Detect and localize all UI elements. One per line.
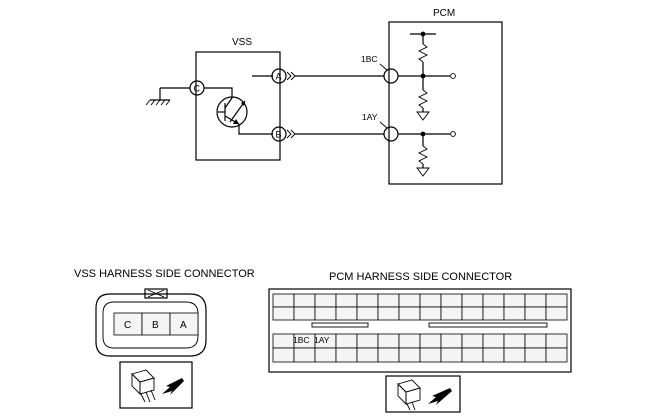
pcm-cavity [461, 347, 484, 363]
pcm-cavity [461, 293, 484, 308]
connector-view-arrow-icon [119, 361, 193, 409]
pcm-cavity [335, 293, 358, 308]
vss-schematic: VSS C [145, 37, 281, 161]
pcm-cell-1ay: 1AY [314, 335, 330, 345]
pull-down-resistor-icon [398, 131, 456, 177]
pcm-cavity [335, 333, 358, 349]
pcm-cavity [419, 306, 442, 321]
vss-box [195, 51, 281, 161]
pcm-cavity [524, 306, 547, 321]
pcm-cavity [524, 293, 547, 308]
vss-label: VSS [232, 37, 252, 48]
pcm-cell-1bc: 1BC [293, 335, 310, 345]
pcm-cavity [440, 333, 463, 349]
pcm-cavity [335, 306, 358, 321]
pcm-cavity [398, 306, 421, 321]
vss-connector-face: VSS HARNESS SIDE CONNECTOR C B A [74, 268, 255, 357]
pcm-cavity [524, 333, 547, 349]
pin-c: C [189, 80, 205, 96]
pcm-cavity [377, 306, 400, 321]
transistor-icon [216, 96, 248, 128]
pin-a-label: A [276, 72, 282, 82]
pcm-cavity [377, 293, 400, 308]
terminal-1bc-label: 1BC [361, 54, 378, 64]
vss-connector-title: VSS HARNESS SIDE CONNECTOR [74, 268, 255, 280]
pcm-cavity [461, 306, 484, 321]
ground-symbol-icon [145, 87, 190, 106]
pcm-cavity [419, 293, 442, 308]
pcm-cavity [293, 293, 316, 308]
pcm-cavity [272, 333, 295, 349]
pcm-cavity [503, 347, 526, 363]
pcm-connector-face: PCM HARNESS SIDE CONNECTOR 1BC 1AY [268, 271, 572, 373]
pcm-cavity [503, 293, 526, 308]
pcm-cavity [398, 333, 421, 349]
pcm-cavity [524, 347, 547, 363]
connector-lock-tab [144, 288, 168, 299]
pcm-schematic: PCM 1BC 1AY [361, 8, 503, 185]
pcm-cavity [314, 306, 337, 321]
pcm-connector-title: PCM HARNESS SIDE CONNECTOR [329, 271, 512, 283]
pcm-cavity [335, 347, 358, 363]
pcm-cavity [293, 306, 316, 321]
pcm-cavity [314, 347, 337, 363]
pcm-cavity [314, 293, 337, 308]
pcm-cavity [272, 293, 295, 308]
pcm-cavity [356, 293, 379, 308]
pcm-cavity [272, 347, 295, 363]
pcm-cavity [482, 333, 505, 349]
pcm-top-row [272, 293, 568, 321]
pcm-bottom-row [272, 333, 568, 363]
pcm-cavity [482, 293, 505, 308]
pcm-cavity [398, 293, 421, 308]
vss-cell-c: C [124, 320, 131, 331]
pcm-key-slot-left [311, 322, 369, 328]
pcm-cavity [545, 333, 568, 349]
pin-c-label: C [194, 84, 201, 94]
pcm-cavity [272, 306, 295, 321]
pin-a: A [271, 68, 296, 84]
pcm-key-slot-right [428, 322, 548, 328]
pin-b-label: B [276, 130, 282, 140]
pcm-label: PCM [433, 8, 455, 19]
terminal-1bc: 1BC [361, 54, 399, 84]
pcm-cavity [545, 306, 568, 321]
pcm-cavity [503, 306, 526, 321]
pcm-cavity [482, 347, 505, 363]
pcm-cavity [440, 347, 463, 363]
pcm-cavity [293, 347, 316, 363]
pcm-cavity [440, 293, 463, 308]
pcm-cavity [356, 347, 379, 363]
pcm-cavity [419, 347, 442, 363]
pcm-cavity [482, 306, 505, 321]
terminal-1ay-label: 1AY [362, 112, 378, 122]
pcm-cavity [503, 333, 526, 349]
pcm-cavity [545, 293, 568, 308]
vss-cell-b: B [152, 320, 159, 331]
pcm-cavity [398, 347, 421, 363]
pcm-cavity [440, 306, 463, 321]
pcm-box [388, 21, 503, 185]
pcm-cavity [356, 333, 379, 349]
pcm-cavity [419, 333, 442, 349]
pcm-cavity [377, 347, 400, 363]
vss-cell-a: A [180, 320, 187, 331]
terminal-1ay: 1AY [362, 112, 399, 142]
pcm-cavity [461, 333, 484, 349]
pin-b: B [271, 126, 296, 142]
pcm-cavity [545, 347, 568, 363]
pcm-cavity [356, 306, 379, 321]
pull-up-resistor-icon [398, 31, 456, 121]
connector-view-arrow-icon [385, 375, 461, 413]
pcm-cavity [377, 333, 400, 349]
